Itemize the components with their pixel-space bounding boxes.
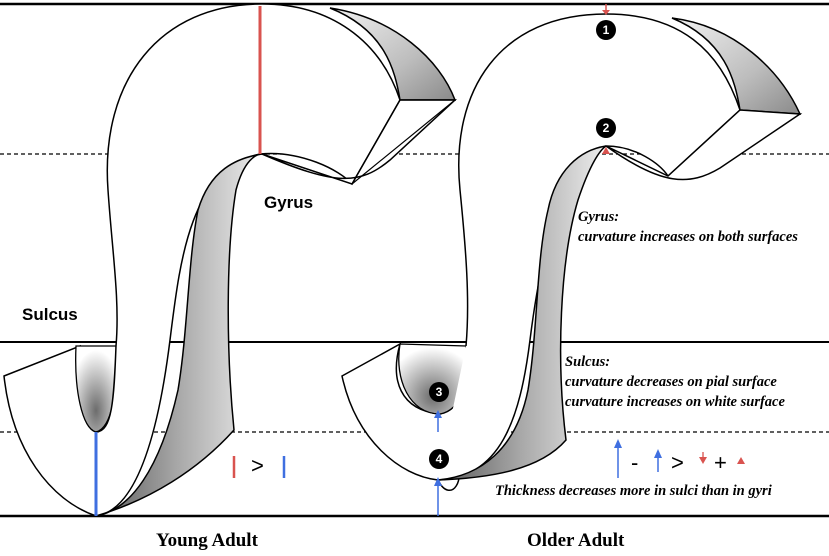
young-adult-label: Young Adult [156,530,258,551]
older-sulcus-arrow-pial-head [434,410,442,418]
older-legend-plus: + [714,450,727,475]
thickness-note: Thickness decreases more in sulci than i… [495,483,772,499]
older-gyrus-arrow-down [602,10,610,15]
sulcus-note-line2: curvature increases on white surface [565,394,785,410]
gyrus-label: Gyrus [264,193,314,212]
older-gyrus-arrow-up [602,147,610,154]
gyrus-note-title: Gyrus: [578,209,620,225]
older-legend-small-blue-head [654,449,662,458]
older-ribbon-upper [671,17,802,115]
older-sulcus-arrow-white-head [434,477,442,486]
young-gyrus-outer [95,3,401,517]
marker-1: 1 [596,20,616,40]
sulcus-note-line1: curvature decreases on pial surface [565,374,777,390]
marker-4: 4 [429,449,449,469]
young-ribbon-arm-shade [351,99,457,185]
young-ribbon-upper [329,7,457,101]
older-adult-fold [341,13,803,492]
young-adult-fold [3,3,457,517]
young-legend-compare: > [251,453,264,478]
older-adult-label: Older Adult [527,530,625,551]
older-legend-compare: > [671,450,684,475]
sulcus-label: Sulcus [22,305,78,324]
marker-3: 3 [429,382,449,402]
marker-2: 2 [596,118,616,138]
sulcus-note-title: Sulcus: [565,354,611,370]
gyrus-note-body: curvature increases on both surfaces [578,229,798,245]
older-legend-minus: - [631,450,639,475]
older-legend-red-down [699,457,707,464]
older-legend-big-blue-head [614,439,622,448]
older-legend-red-up [737,457,745,464]
older-gyrus-outer [437,13,741,481]
older-ribbon-arm [605,109,803,181]
